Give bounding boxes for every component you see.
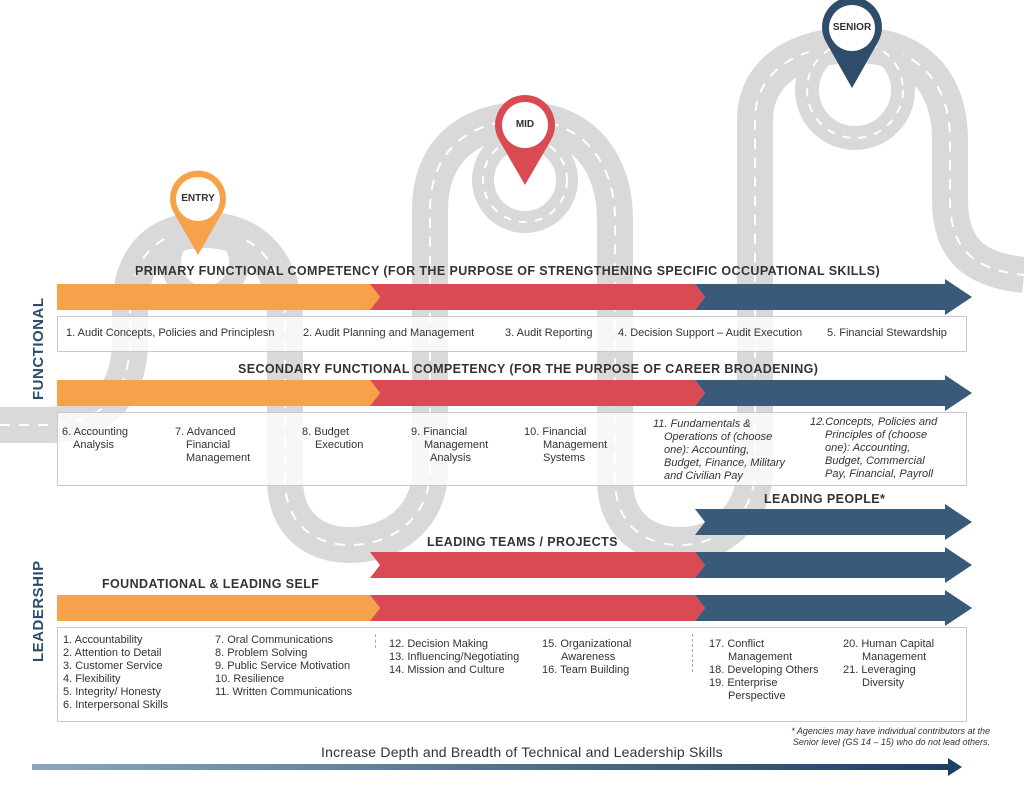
secondary-heading: SECONDARY FUNCTIONAL COMPETENCY (FOR THE… [238, 362, 819, 376]
primary-heading: PRIMARY FUNCTIONAL COMPETENCY (FOR THE P… [135, 264, 881, 278]
divider [692, 634, 693, 672]
primary-item: 3. Audit Reporting [505, 327, 593, 339]
leading-people-heading: LEADING PEOPLE* [764, 492, 886, 506]
functional-side-label: FUNCTIONAL [30, 297, 47, 401]
primary-item: 1. Audit Concepts, Policies and Principl… [66, 327, 275, 339]
progress-arrow [32, 758, 962, 776]
foundational-heading: FOUNDATIONAL & LEADING SELF [102, 577, 320, 591]
leading-teams-arrows [370, 547, 972, 583]
senior-pin-icon [822, 0, 882, 88]
leading-people-arrow [695, 504, 972, 540]
leadership-side-label: LEADERSHIP [30, 560, 47, 662]
primary-item: 5. Financial Stewardship [827, 327, 947, 339]
senior-label: SENIOR [832, 22, 872, 33]
foundational-arrows [57, 590, 972, 626]
primary-item: 4. Decision Support – Audit Execution [618, 327, 803, 339]
divider [375, 634, 376, 648]
primary-arrows [57, 279, 972, 315]
mid-pin-icon [494, 95, 555, 185]
entry-pin-icon [169, 170, 226, 255]
mid-label: MID [515, 119, 535, 130]
secondary-arrows [57, 375, 972, 411]
footnote: * Agencies may have individual contribut… [791, 726, 990, 747]
leading-teams-heading: LEADING TEAMS / PROJECTS [427, 535, 618, 549]
primary-box: 1. Audit Concepts, Policies and Principl… [57, 316, 967, 352]
entry-label: ENTRY [181, 193, 215, 204]
progress-caption: Increase Depth and Breadth of Technical … [321, 744, 723, 760]
primary-item: 2. Audit Planning and Management [303, 327, 475, 339]
